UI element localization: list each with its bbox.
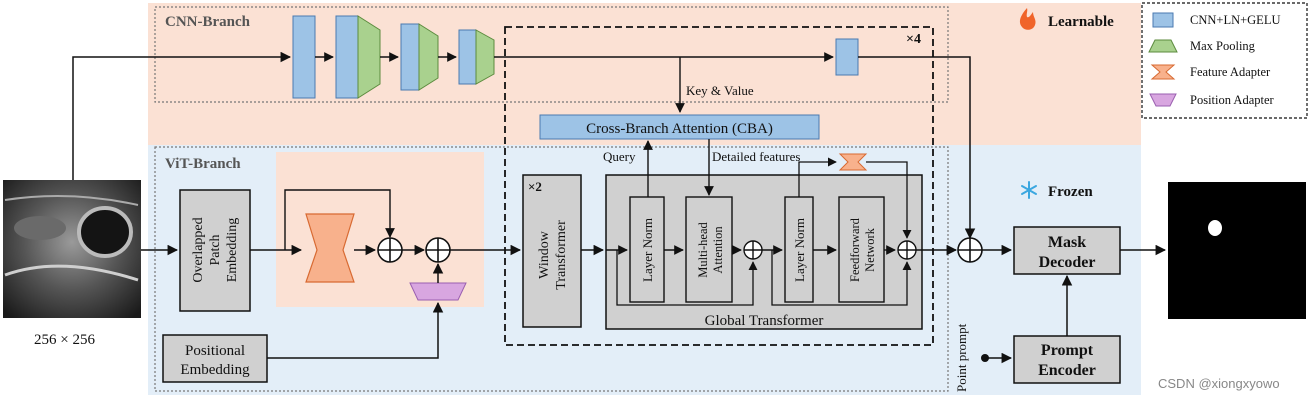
feature-adapter-small <box>838 153 868 171</box>
svg-text:Transformer: Transformer <box>554 220 569 290</box>
point-prompt-label: Point prompt <box>954 323 969 392</box>
learnable-label: Learnable <box>1048 14 1114 30</box>
input-size-label: 256 × 256 <box>34 332 95 348</box>
svg-text:Network: Network <box>863 227 877 271</box>
add-circle-3 <box>743 240 763 260</box>
residual-1-line <box>616 250 758 306</box>
key-value-label: Key & Value <box>686 83 754 98</box>
mask-decoder-label-2: Decoder <box>1039 254 1096 271</box>
repeat-x4-box <box>504 26 934 346</box>
cnn-block-3 <box>400 23 420 91</box>
frozen-label: Frozen <box>1048 184 1093 200</box>
global-transformer-label: Global Transformer <box>705 313 824 329</box>
mha-label: Multi-head Attention <box>696 221 725 277</box>
cnn-block-5 <box>835 38 859 76</box>
cnn-to-fusion-arrow <box>858 56 976 240</box>
positional-embedding-label-2: Embedding <box>180 362 250 378</box>
times4-label: ×4 <box>906 32 921 47</box>
cba-box <box>539 114 820 140</box>
input-ultrasound-image <box>3 180 141 318</box>
cnn-block-4 <box>458 29 477 85</box>
mask-decoder-label-1: Mask <box>1048 234 1086 251</box>
positional-embedding-label-1: Positional <box>185 343 245 359</box>
legend-item-feature-adapter: Feature Adapter <box>1190 65 1271 79</box>
layer-norm-1-label: Layer Norm <box>640 218 655 282</box>
svg-text:Embedding: Embedding <box>225 218 240 283</box>
add-circle-4 <box>897 240 917 260</box>
flame-icon <box>1019 8 1036 30</box>
svg-text:Patch: Patch <box>208 234 223 265</box>
maxpool-3 <box>475 29 495 85</box>
prompt-encoder-label-2: Encoder <box>1038 362 1096 379</box>
legend-item-position-adapter: Position Adapter <box>1190 93 1275 107</box>
feature-adapter-main <box>305 213 355 283</box>
prompt-encoder-box <box>1013 335 1121 384</box>
snowflake-icon <box>1021 181 1037 199</box>
vit-branch-box <box>154 146 949 392</box>
positional-embedding-box <box>162 334 268 383</box>
svg-text:Window: Window <box>537 230 552 279</box>
pos-emb-to-adapter-arrow <box>267 301 444 359</box>
blue-rect-icon <box>1152 12 1174 28</box>
svg-text:Attention: Attention <box>711 226 725 274</box>
detailed-features-arrow <box>798 157 837 197</box>
green-trapezoid-icon <box>1148 39 1178 53</box>
window-transformer-label: Window Transformer <box>537 220 569 290</box>
output-mask-blob <box>1208 220 1222 236</box>
vit-branch-label: ViT-Branch <box>165 156 241 172</box>
svg-text:Multi-head: Multi-head <box>696 221 710 277</box>
svg-text:Overlapped: Overlapped <box>191 217 206 282</box>
output-mask-image <box>1168 182 1306 319</box>
watermark: CSDN @xiongxyowo <box>1158 376 1280 391</box>
purple-trapezoid-icon <box>1149 93 1177 107</box>
legend-item-cnn: CNN+LN+GELU <box>1190 13 1280 27</box>
detailed-features-label: Detailed features <box>712 149 800 164</box>
cnn-block-1 <box>292 15 316 99</box>
position-adapter <box>409 282 467 301</box>
residual-2-line <box>771 250 912 306</box>
cnn-branch-label: CNN-Branch <box>165 14 251 30</box>
cba-label: Cross-Branch Attention (CBA) <box>586 121 773 137</box>
add-circle-fusion <box>957 237 983 263</box>
ffn-label: Feedforward Network <box>848 217 877 282</box>
patch-skip-arrow <box>284 189 395 250</box>
maxpool-1 <box>357 15 381 99</box>
times2-label: ×2 <box>528 179 542 194</box>
mha-box <box>685 196 733 303</box>
maxpool-2 <box>418 23 439 91</box>
small-adapter-to-add-arrow <box>866 161 912 239</box>
legend-item-maxpool: Max Pooling <box>1190 39 1256 53</box>
add-circle-2 <box>425 237 451 263</box>
query-label: Query <box>603 149 636 164</box>
input-to-cnn-arrow <box>72 51 292 180</box>
ffn-box <box>838 196 885 303</box>
patch-embedding-label: Overlapped Patch Embedding <box>191 217 240 282</box>
layer-norm-1-box <box>629 196 665 303</box>
svg-text:Feedforward: Feedforward <box>848 217 862 282</box>
window-transformer-box <box>522 174 582 328</box>
add-circle-1 <box>377 237 403 263</box>
prompt-encoder-label-1: Prompt <box>1041 342 1094 359</box>
cnn-branch-box <box>154 6 949 103</box>
cnn-block-2 <box>335 15 359 99</box>
bowtie-icon <box>1150 64 1176 80</box>
layer-norm-2-label: Layer Norm <box>792 218 807 282</box>
patch-embedding-box <box>179 189 251 312</box>
